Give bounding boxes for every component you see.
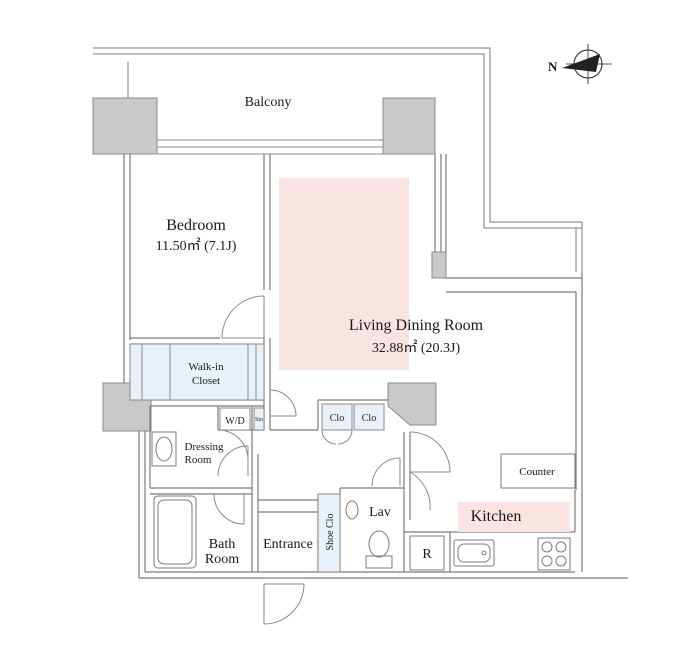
kitchen-highlight: [458, 502, 570, 532]
balcony-window: [156, 139, 385, 155]
columns: [92, 97, 447, 432]
toilet-icon: [345, 500, 393, 569]
fridge-box: [409, 535, 445, 571]
column-top-left: [92, 97, 158, 155]
shoe-clo-box: [317, 493, 341, 573]
walk-in-closet-label-1: Walk-in: [188, 361, 224, 373]
compass-north-label: N: [548, 59, 558, 74]
wash-basin-icon: [151, 431, 177, 467]
stove-icon: [537, 537, 571, 571]
fridge-label: R: [422, 547, 432, 562]
clo-label-1: Clo: [330, 413, 344, 424]
balcony-railing: [93, 47, 583, 272]
clo-label-2: Clo: [362, 413, 376, 424]
doors: [213, 295, 451, 625]
wd-label: W/D: [225, 416, 244, 427]
ldr-area: 32.88㎡ (20.3J): [372, 340, 461, 356]
bath-label-1: Bath: [209, 537, 235, 552]
kitchen-label: Kitchen: [471, 508, 522, 525]
dressing-label-1: Dressing: [184, 441, 224, 453]
entrance-label: Entrance: [263, 537, 313, 552]
bath-label-2: Room: [205, 552, 239, 567]
bathtub-icon: [153, 495, 197, 569]
clo-box-2: [353, 403, 385, 431]
compass-icon: N: [548, 44, 612, 84]
bedroom-area: 11.50㎡ (7.1J): [156, 238, 237, 254]
dressing-label-2: Room: [185, 454, 212, 466]
ldr-highlight: [279, 178, 409, 370]
sink-icon: [453, 539, 495, 567]
sto-label: Sto: [255, 417, 263, 423]
sto-box: [253, 407, 265, 431]
column-top-right: [382, 97, 436, 155]
column-right-small: [431, 251, 447, 279]
balcony-label: Balcony: [245, 95, 292, 110]
closet-rod: [141, 344, 257, 400]
wd-box: [219, 407, 251, 431]
ldr-label: Living Dining Room: [349, 317, 484, 334]
walk-in-closet-area: [129, 343, 265, 401]
lav-label: Lav: [369, 505, 391, 520]
bedroom-label: Bedroom: [166, 217, 226, 234]
clo-box-1: [321, 403, 353, 431]
counter-label: Counter: [519, 466, 555, 478]
column-mid-right: [387, 382, 437, 426]
walk-in-closet-label-2: Closet: [192, 375, 220, 387]
shoe-clo-label: Shoe Clo: [325, 514, 336, 551]
counter-box: [500, 453, 576, 489]
column-mid-left: [102, 382, 152, 432]
